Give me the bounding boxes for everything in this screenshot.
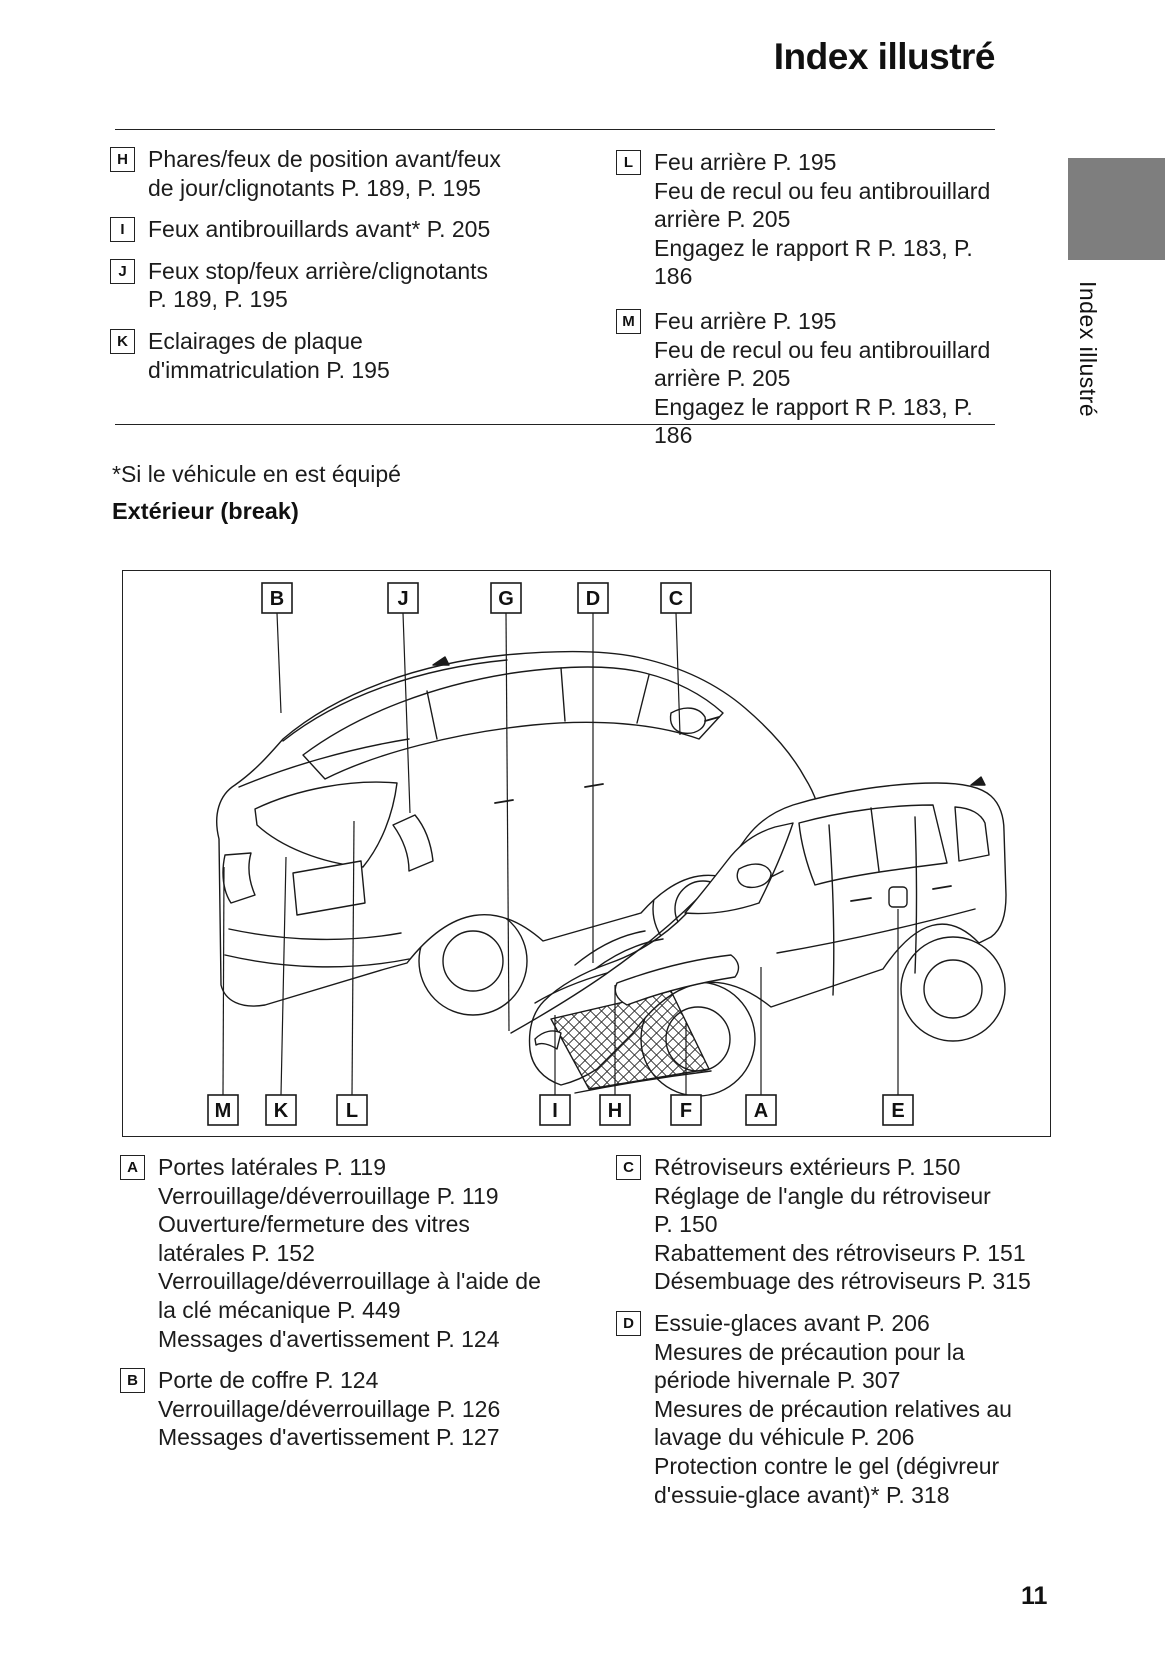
callout-lines xyxy=(222,612,899,1096)
page-title: Index illustré xyxy=(773,36,996,77)
item-text: Phares/feux de position avant/feux de jo… xyxy=(148,146,501,201)
list-item: B Porte de coffre P. 124 Verrouillage/dé… xyxy=(120,1366,600,1452)
figure-label-box xyxy=(660,582,692,614)
list-item: H Phares/feux de position avant/feux de … xyxy=(110,145,590,202)
item-letter-badge: D xyxy=(616,1310,641,1336)
figure-label-box xyxy=(207,1094,239,1126)
list-item: M Feu arrière P. 195 Feu de recul ou feu… xyxy=(616,307,1016,450)
list-item: J Feux stop/feux arrière/clignotants P. … xyxy=(110,257,590,314)
figure-label-box xyxy=(882,1094,914,1126)
item-letter-badge: K xyxy=(110,328,135,354)
front-car xyxy=(510,776,1007,1097)
callout-line xyxy=(675,612,681,736)
figure-label: A xyxy=(754,1100,768,1122)
divider-top xyxy=(115,129,995,130)
item-letter-badge: H xyxy=(110,147,135,172)
list-item: I Feux antibrouillards avant* P. 205 xyxy=(110,215,590,244)
top-list-right: L Feu arrière P. 195 Feu de recul ou feu… xyxy=(616,148,1016,463)
callout-line xyxy=(222,866,225,1096)
item-text: Feux stop/feux arrière/clignotants P. 18… xyxy=(148,257,489,313)
figure-label: H xyxy=(608,1100,622,1122)
divider-middle xyxy=(115,424,995,425)
exterior-diagram: B J G D C M K L I H F A E xyxy=(122,570,1051,1137)
figure-label-box xyxy=(387,582,419,614)
item-text: Eclairages de plaque d'immatriculation P… xyxy=(148,327,390,383)
item-letter-badge: J xyxy=(110,258,135,284)
figure-label-box xyxy=(577,582,609,614)
item-text: Rétroviseurs extérieurs P. 150 Réglage d… xyxy=(654,1154,1031,1295)
callout-line xyxy=(280,856,287,1096)
item-letter-badge: A xyxy=(120,1155,145,1180)
page-number: 11 xyxy=(1021,1582,1048,1610)
item-text: Portes latérales P. 119 Verrouillage/dév… xyxy=(158,1154,541,1352)
figure-label: G xyxy=(498,588,514,610)
callout-line xyxy=(505,612,510,1032)
callout-line xyxy=(276,612,282,714)
item-letter-badge: M xyxy=(616,308,641,334)
figure-label: F xyxy=(680,1100,692,1122)
figure-label-box xyxy=(265,1094,297,1126)
item-text: Essuie-glaces avant P. 206 Mesures de pr… xyxy=(654,1309,1012,1508)
footnote: *Si le véhicule en est équipé xyxy=(112,461,401,487)
figure-label-letters: B J G D C M K L I H F A E xyxy=(215,588,905,1122)
list-item: C Rétroviseurs extérieurs P. 150 Réglage… xyxy=(616,1153,1036,1296)
callout-line xyxy=(402,612,411,814)
callout-line xyxy=(351,820,355,1096)
section-heading: Extérieur (break) xyxy=(112,498,299,524)
list-item: D Essuie-glaces avant P. 206 Mesures de … xyxy=(616,1309,1036,1509)
figure-label: C xyxy=(669,588,683,610)
item-letter-badge: L xyxy=(616,150,641,175)
figure-label-box xyxy=(745,1094,777,1126)
figure-label: E xyxy=(891,1100,904,1122)
figure-labels xyxy=(207,582,914,1126)
list-item: A Portes latérales P. 119 Verrouillage/d… xyxy=(120,1153,600,1353)
chapter-side-label: Index illustré xyxy=(1075,281,1101,418)
figure-label-box xyxy=(490,582,522,614)
top-list-left: H Phares/feux de position avant/feux de … xyxy=(110,145,590,397)
item-letter-badge: B xyxy=(120,1368,145,1394)
figure-label: I xyxy=(552,1100,558,1122)
rear-car xyxy=(216,650,826,1016)
figure-label-box xyxy=(539,1094,571,1126)
item-text: Feux antibrouillards avant* P. 205 xyxy=(148,216,491,243)
figure-label: L xyxy=(346,1100,358,1122)
figure-label: M xyxy=(215,1100,232,1122)
item-text: Porte de coffre P. 124 Verrouillage/déve… xyxy=(158,1367,501,1451)
figure-label-box xyxy=(261,582,293,614)
car-illustration: B J G D C M K L I H F A E xyxy=(207,582,1007,1126)
chapter-tab-marker xyxy=(1068,158,1165,260)
bottom-list-right: C Rétroviseurs extérieurs P. 150 Réglage… xyxy=(616,1153,1036,1522)
figure-label: D xyxy=(586,588,600,610)
item-letter-badge: C xyxy=(616,1155,641,1180)
figure-label: J xyxy=(397,588,408,610)
figure-label-box xyxy=(670,1094,702,1126)
list-item: K Eclairages de plaque d'immatriculation… xyxy=(110,327,590,384)
item-text: Feu arrière P. 195 Feu de recul ou feu a… xyxy=(654,149,991,290)
figure-label-box xyxy=(336,1094,368,1126)
item-letter-badge: I xyxy=(110,217,135,243)
bottom-list-left: A Portes latérales P. 119 Verrouillage/d… xyxy=(120,1153,600,1465)
figure-label: K xyxy=(274,1100,289,1122)
item-text: Feu arrière P. 195 Feu de recul ou feu a… xyxy=(654,307,991,449)
figure-label-box xyxy=(599,1094,631,1126)
figure-label: B xyxy=(270,588,284,610)
list-item: L Feu arrière P. 195 Feu de recul ou feu… xyxy=(616,148,1016,291)
